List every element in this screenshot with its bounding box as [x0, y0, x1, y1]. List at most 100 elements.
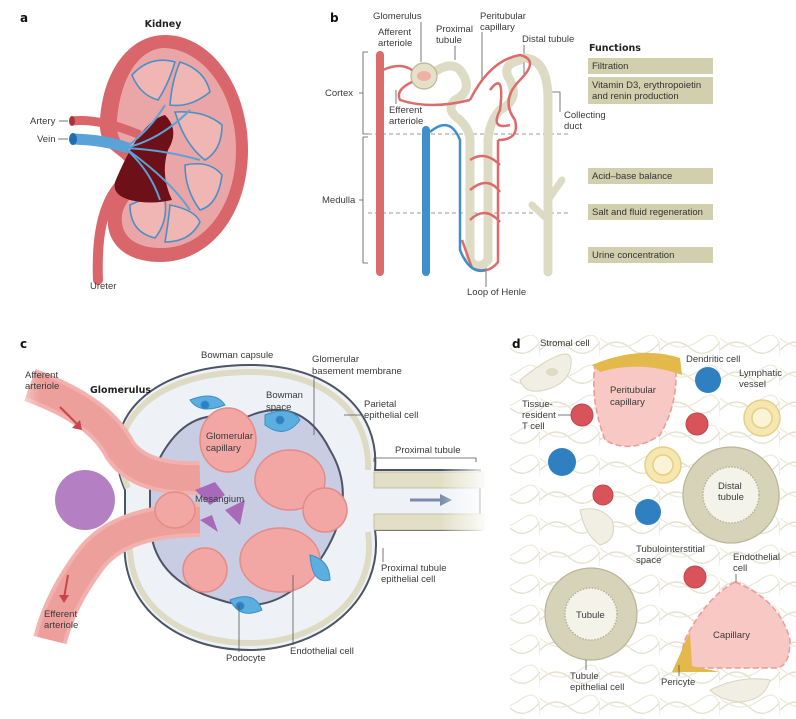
panel-c: c	[0, 337, 490, 664]
tubule	[544, 567, 638, 661]
distal-tubule	[682, 446, 780, 544]
label-tec-2: epithelial cell	[570, 682, 624, 693]
label-endothelial-cell: Endothelial cell	[290, 646, 354, 657]
svg-text:Acid–base balance: Acid–base balance	[592, 171, 672, 182]
label-trm-3: T cell	[522, 421, 545, 432]
label-vein: Vein	[37, 134, 56, 145]
stromal-cell	[709, 678, 771, 703]
panel-a: a Kidney Artery	[20, 11, 248, 292]
lymphatic-vessels	[644, 399, 781, 484]
label-proximal-2: tubule	[436, 35, 462, 46]
label-glom-cap-2: capillary	[206, 443, 241, 454]
mesangial-cells	[195, 482, 245, 532]
svg-text:Vitamin D3, erythropoietin: Vitamin D3, erythropoietin	[592, 80, 701, 91]
afferent-flow-arrow-icon	[72, 420, 82, 430]
svg-text:and renin production: and renin production	[592, 91, 679, 102]
label-distal-tubule: Distal tubule	[522, 34, 574, 45]
glomerulus-title: Glomerulus	[90, 385, 151, 396]
label-glomerulus: Glomerulus	[373, 11, 422, 22]
dendritic-cells	[548, 367, 721, 525]
glomerular-capillaries	[154, 407, 348, 593]
function-item: Vitamin D3, erythropoietin and renin pro…	[588, 77, 713, 104]
label-parietal-2: epithelial cell	[364, 410, 418, 421]
label-interstitial-1: Tubulointerstitial	[636, 544, 705, 555]
label-efferent-1: Efferent	[44, 609, 77, 620]
kidney-title: Kidney	[145, 19, 183, 30]
t-cells	[570, 403, 709, 589]
label-podocyte: Podocyte	[226, 653, 266, 664]
label-interstitial-2: space	[636, 555, 661, 566]
panel-b: b Glomerulus Afferent arteriole Proximal…	[322, 11, 713, 298]
label-lymphatic-1: Lymphatic	[739, 368, 782, 379]
peritubular-capillary	[593, 356, 677, 448]
label-endothelial-1: Endothelial	[733, 552, 780, 563]
medulla-bracket	[359, 136, 368, 264]
label-proximal-1: Proximal	[436, 24, 473, 35]
label-stromal-cell: Stromal cell	[540, 338, 590, 349]
efferent-arteriole	[397, 80, 471, 107]
svg-text:Salt and fluid regeneration: Salt and fluid regeneration	[592, 207, 703, 218]
label-glom-cap-1: Glomerular	[206, 431, 253, 442]
label-bowman-space-1: Bowman	[266, 390, 303, 401]
function-item: Urine concentration	[588, 247, 713, 263]
label-gbm-1: Glomerular	[312, 354, 359, 365]
stromal-cell	[519, 353, 572, 392]
panel-letter-d: d	[512, 337, 521, 351]
label-bowman-capsule: Bowman capsule	[201, 350, 273, 361]
label-afferent-2: arteriole	[25, 381, 59, 392]
efferent-flow-arrow-icon	[59, 595, 69, 603]
label-efferent-2: arteriole	[44, 620, 78, 631]
label-tec-1: Tubule	[570, 671, 599, 682]
label-gbm-2: basement membrane	[312, 366, 402, 377]
renal-artery	[71, 116, 142, 140]
label-trm-1: Tissue-	[522, 399, 553, 410]
label-peritubular-2: capillary	[480, 22, 515, 33]
label-collecting-1: Collecting	[564, 110, 606, 121]
label-peritubular-1: Peritubular	[480, 11, 526, 22]
label-collecting-2: duct	[564, 121, 582, 132]
proximal-tubule	[373, 465, 490, 535]
panel-letter-b: b	[330, 11, 339, 25]
panel-letter-a: a	[20, 11, 28, 25]
svg-text:Urine concentration: Urine concentration	[592, 250, 674, 261]
label-pericyte: Pericyte	[661, 677, 695, 688]
label-efferent-2: arteriole	[389, 116, 423, 127]
label-distal-1: Distal	[718, 481, 742, 492]
pericyte	[592, 352, 682, 375]
label-endothelial-2: cell	[733, 563, 747, 574]
podocytes	[189, 395, 331, 614]
label-pt-cell-1: Proximal tubule	[381, 563, 446, 574]
label-afferent-1: Afferent	[25, 370, 58, 381]
label-trm-2: resident	[522, 410, 556, 421]
label-peritubular-1: Peritubular	[610, 385, 656, 396]
cortex-bracket	[359, 51, 368, 135]
capillary	[681, 581, 791, 669]
label-loop-of-henle: Loop of Henle	[467, 287, 526, 298]
afferent-arteriole	[382, 64, 413, 72]
label-mesangium: Mesangium	[195, 494, 244, 505]
label-ureter: Ureter	[90, 281, 116, 292]
svg-text:Filtration: Filtration	[592, 61, 628, 72]
label-pt-cell-2: epithelial cell	[381, 574, 435, 585]
stromal-cell	[579, 508, 614, 546]
panel-letter-c: c	[20, 337, 27, 351]
label-lymphatic-2: vessel	[739, 379, 766, 390]
label-dendritic-cell: Dendritic cell	[686, 354, 740, 365]
collecting-duct	[520, 53, 553, 277]
label-bowman-space-2: space	[266, 402, 291, 413]
label-efferent-1: Efferent	[389, 105, 422, 116]
label-cortex: Cortex	[325, 88, 353, 99]
functions-title: Functions	[589, 43, 641, 54]
pericyte-capillary	[672, 632, 720, 672]
label-artery: Artery	[30, 116, 56, 127]
renal-vein	[72, 133, 130, 154]
renal-sinus	[114, 115, 174, 203]
panel-d: d	[510, 335, 796, 719]
juxtaglomerular-cells	[55, 470, 115, 530]
label-parietal-1: Parietal	[364, 399, 396, 410]
label-proximal-tubule: Proximal tubule	[395, 445, 460, 456]
label-peritubular-2: capillary	[610, 397, 645, 408]
label-afferent-2: arteriole	[378, 38, 412, 49]
label-tubule: Tubule	[576, 610, 605, 621]
label-afferent-1: Afferent	[378, 27, 411, 38]
